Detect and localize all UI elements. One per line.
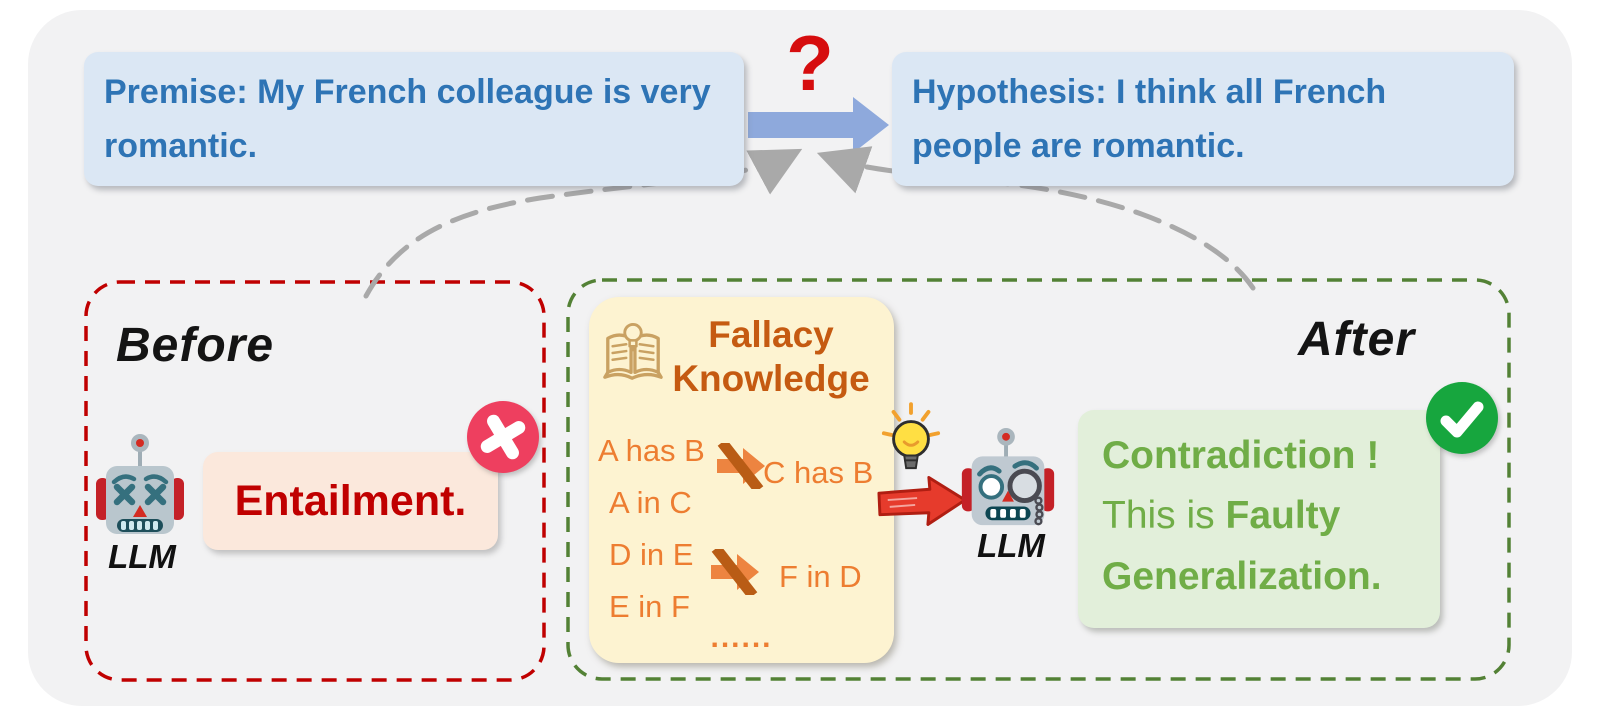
question-mark: ? bbox=[786, 19, 834, 107]
before-label: Before bbox=[116, 319, 275, 372]
result-line2-regular: This is bbox=[1102, 494, 1226, 538]
fallacy-knowledge-card: Fallacy Knowledge A has B A in C C has B… bbox=[589, 297, 894, 663]
result-line3: Generalization. bbox=[1102, 554, 1382, 598]
fallacy-title-line1: Fallacy bbox=[708, 314, 834, 355]
fallacy-conclusion-1: C has B bbox=[763, 455, 874, 490]
fallacy-conclusion-2: F in D bbox=[779, 559, 862, 594]
wrong-x-icon bbox=[467, 401, 539, 473]
result-line2-bold: Faulty bbox=[1225, 494, 1341, 538]
contradiction-box: Contradiction ! This is Faulty Generaliz… bbox=[1078, 410, 1440, 628]
fallacy-premise-1b: A in C bbox=[609, 485, 692, 520]
entailment-box: Entailment. bbox=[203, 452, 498, 550]
after-llm-label: LLM bbox=[977, 527, 1045, 564]
not-implies-arrow-icon bbox=[709, 549, 761, 595]
fallacy-title-line2: Knowledge bbox=[672, 358, 870, 400]
entailment-text: Entailment. bbox=[234, 477, 467, 525]
fallacy-title: Fallacy Knowledge bbox=[651, 313, 891, 402]
not-implies-arrow-icon bbox=[715, 443, 767, 489]
fallacy-premise-1a: A has B bbox=[598, 433, 705, 468]
fallacy-premise-2b: E in F bbox=[609, 589, 690, 624]
hypothesis-text: Hypothesis: I think all French people ar… bbox=[912, 73, 1387, 165]
after-label: After bbox=[1298, 313, 1416, 366]
correct-check-icon bbox=[1426, 382, 1498, 454]
premise-box: Premise: My French colleague is very rom… bbox=[84, 52, 744, 186]
fallacy-premise-2a: D in E bbox=[609, 537, 694, 572]
hypothesis-box: Hypothesis: I think all French people ar… bbox=[892, 52, 1514, 186]
before-llm-label: LLM bbox=[108, 538, 176, 575]
lightbulb-icon bbox=[880, 398, 942, 482]
result-line1: Contradiction ! bbox=[1102, 434, 1380, 477]
dizzy-robot-icon bbox=[96, 430, 184, 538]
result-line2: This is Faulty bbox=[1102, 486, 1440, 546]
premise-text: Premise: My French colleague is very rom… bbox=[104, 73, 711, 165]
fallacy-ellipsis: ...... bbox=[710, 621, 773, 654]
monocle-robot-icon bbox=[954, 425, 1062, 533]
